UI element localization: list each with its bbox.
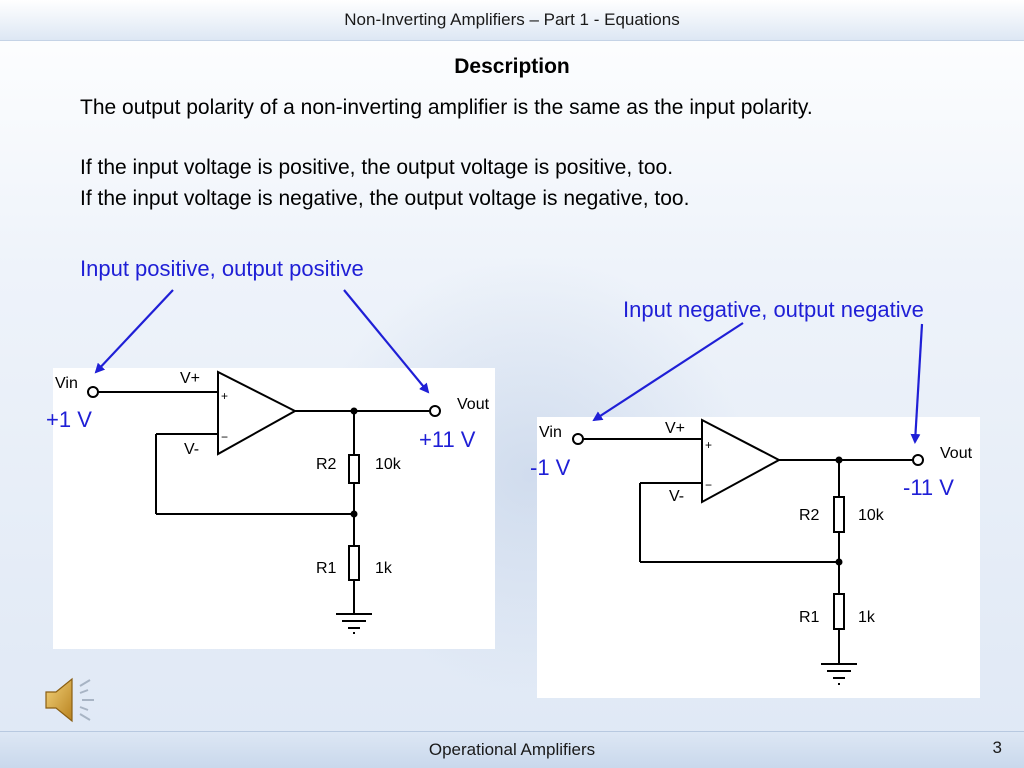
vminus-label: V- [184,441,199,458]
vout-label: Vout [457,396,490,413]
vplus-label: V+ [180,370,200,387]
minus-sign: − [705,478,712,492]
description-line-1: The output polarity of a non-inverting a… [80,96,813,119]
right-input-voltage: -1 V [530,455,571,480]
vminus-label: V- [669,488,684,505]
vin-label: Vin [539,424,562,441]
r1-value: 1k [375,560,393,577]
opamp-triangle [701,418,782,504]
r1-value: 1k [858,609,876,626]
vout-terminal [429,405,441,417]
plus-sign: + [705,438,712,452]
right-output-voltage: -11 V [903,475,954,500]
feedback-node [350,510,358,518]
output-node [835,456,843,464]
output-node [350,407,358,415]
right-caption: Input negative, output negative [623,297,924,322]
arrow-left-to-vin [94,289,174,374]
left-circuit-diagram: Vin Vout V+ V- + − R2 10k R1 1k [55,370,490,634]
vout-terminal [912,454,924,466]
left-input-voltage: +1 V [46,407,92,432]
speaker-icon[interactable] [40,674,100,733]
vin-terminal [87,386,99,398]
slide-footer: Operational Amplifiers 3 [0,731,1024,768]
feedback-node [835,558,843,566]
plus-sign: + [221,389,228,403]
r1-resistor [833,593,845,630]
vin-terminal [572,433,584,445]
r1-resistor [348,545,360,581]
r2-value: 10k [375,456,402,473]
page-number: 3 [992,738,1002,757]
opamp-triangle [217,370,298,456]
vplus-label: V+ [665,420,685,437]
r1-label: R1 [799,609,820,626]
r2-resistor [348,454,360,484]
description-line-2: If the input voltage is positive, the ou… [80,156,674,179]
right-circuit-diagram: Vin Vout V+ V- + − R2 10k R1 1k [539,418,973,685]
r1-label: R1 [316,560,337,577]
left-output-voltage: +11 V [419,427,476,452]
right-circuit-panel: Vin Vout V+ V- + − R2 10k R1 1k [537,417,980,698]
slide-title: Non-Inverting Amplifiers – Part 1 - Equa… [344,10,680,29]
r2-resistor [833,496,845,533]
slide-header: Non-Inverting Amplifiers – Part 1 - Equa… [0,0,1024,41]
minus-sign: − [221,430,228,444]
left-circuit-panel: Vin Vout V+ V- + − R2 10k R1 1k [53,368,495,649]
r2-label: R2 [799,507,820,524]
section-heading: Description [454,55,570,78]
r2-value: 10k [858,507,885,524]
footer-text: Operational Amplifiers [428,740,596,759]
vout-label: Vout [940,445,973,462]
r2-label: R2 [316,456,337,473]
left-caption: Input positive, output positive [80,256,364,281]
description-line-3: If the input voltage is negative, the ou… [80,187,690,210]
vin-label: Vin [55,375,78,392]
